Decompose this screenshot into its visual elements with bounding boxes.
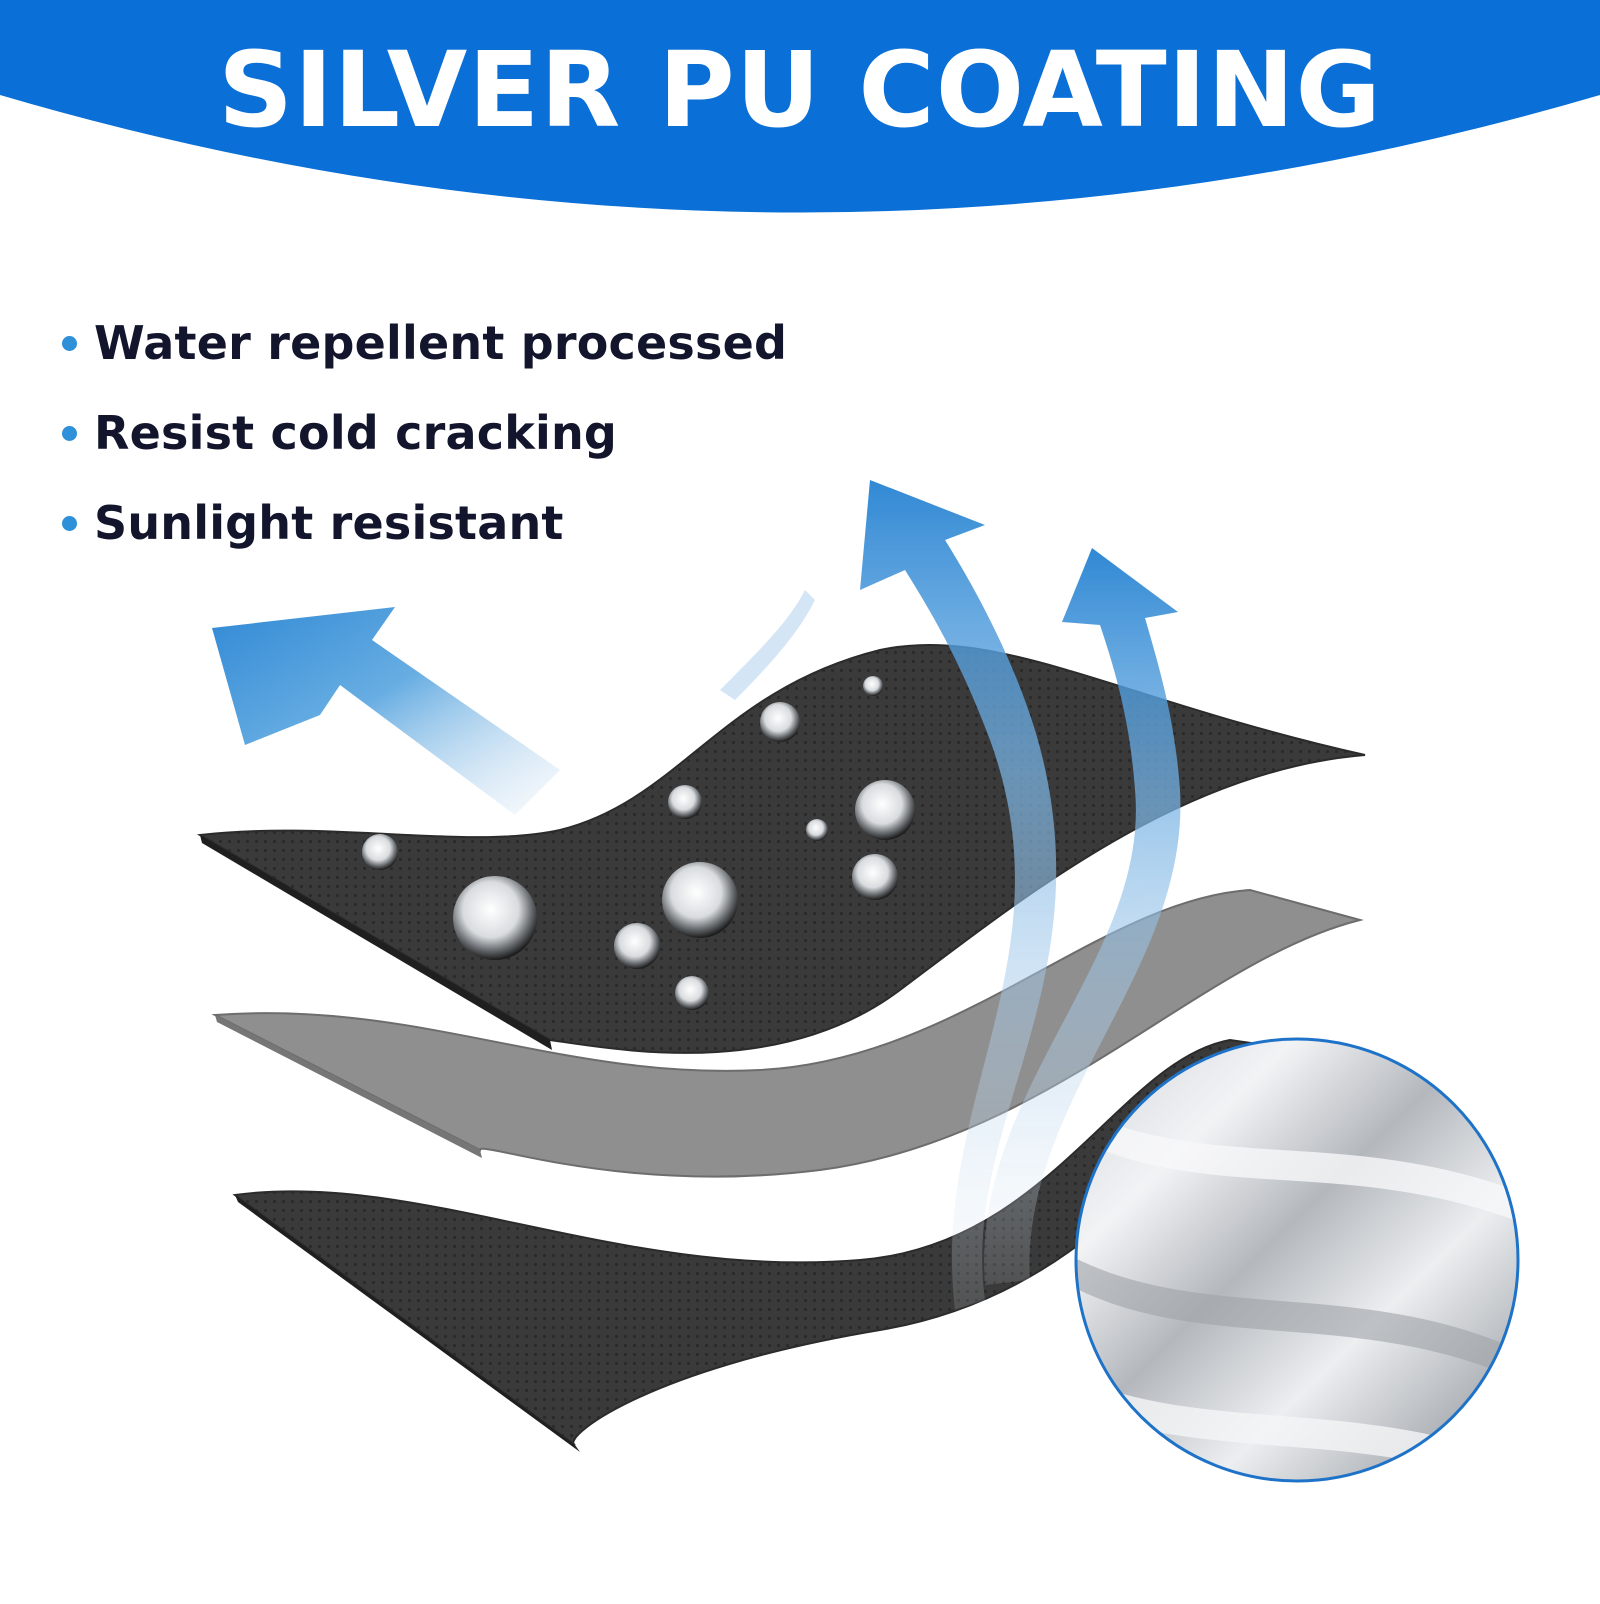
silver-coating-inset [1074, 1037, 1520, 1483]
feature-item: Sunlight resistant [62, 478, 787, 568]
middle-layer [211, 888, 1364, 1178]
page-title: SILVER PU COATING [218, 29, 1382, 151]
feature-item: Resist cold cracking [62, 388, 787, 478]
feature-label: Resist cold cracking [94, 406, 618, 460]
bottom-layer [232, 1038, 1304, 1446]
feature-label: Water repellent processed [94, 316, 788, 370]
bullet-dot-icon [62, 425, 77, 441]
water-droplets [362, 676, 915, 1010]
banner-shape [0, 0, 1600, 213]
bullet-dot-icon [62, 515, 77, 531]
bullet-dot-icon [62, 335, 77, 351]
header-banner: SILVER PU COATING [0, 0, 1600, 230]
feature-item: Water repellent processed [62, 298, 787, 388]
feature-label: Sunlight resistant [94, 496, 564, 550]
breathability-arrows [212, 480, 1181, 1310]
fabric-layers-illustration [0, 470, 1600, 1600]
fabric-layers-graphic [196, 480, 1520, 1483]
feature-list: Water repellent processed Resist cold cr… [62, 298, 787, 568]
